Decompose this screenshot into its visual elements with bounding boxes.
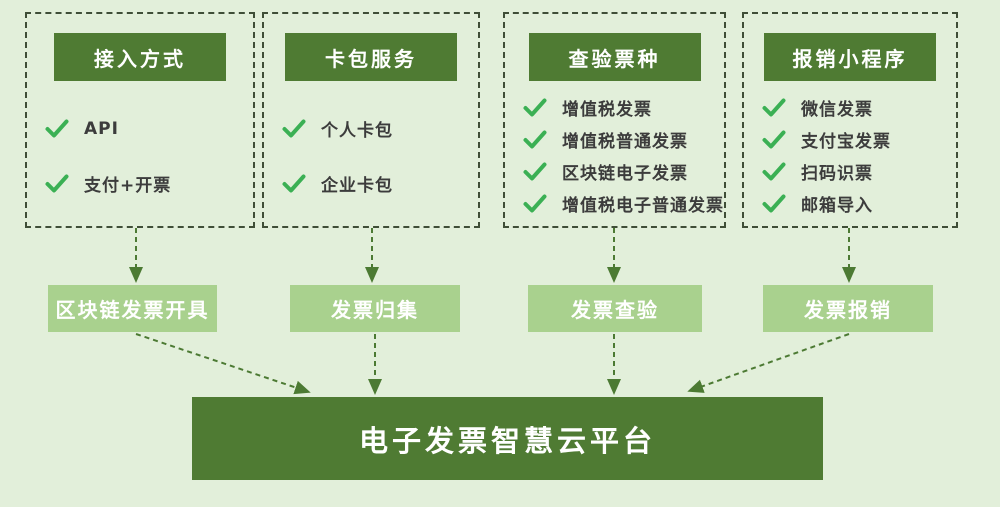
bucket-blockchain-invoice-issuing: 区块链发票开具 <box>48 285 217 332</box>
bucket-label: 发票归集 <box>331 298 419 322</box>
arrow-bucket1-to-platform <box>135 333 311 395</box>
list-item: 增值税普通发票 <box>523 123 718 155</box>
panel-access-methods: 接入方式 API 支付+开票 <box>25 12 255 228</box>
check-icon <box>762 98 786 116</box>
check-icon <box>762 162 786 180</box>
check-icon <box>762 130 786 148</box>
list-item-label: 扫码识票 <box>801 163 873 184</box>
panel-header-label: 报销小程序 <box>792 46 908 71</box>
list-item-label: 微信发票 <box>801 99 873 120</box>
platform-banner: 电子发票智慧云平台 <box>192 397 823 480</box>
list-item-label: 支付宝发票 <box>801 131 891 152</box>
list-item-label: 支付+开票 <box>84 176 172 196</box>
bucket-invoice-reimbursement: 发票报销 <box>763 285 933 332</box>
bucket-invoice-collection: 发票归集 <box>290 285 460 332</box>
panel-access-methods-header: 接入方式 <box>54 33 226 81</box>
bucket-invoice-verification: 发票查验 <box>528 285 702 332</box>
list-item-label: 企业卡包 <box>321 176 393 196</box>
list-item: 企业卡包 <box>282 156 472 211</box>
list-item-label: 邮箱导入 <box>801 195 873 216</box>
list-item: 个人卡包 <box>282 101 472 156</box>
list-item: 增值税电子普通发票 <box>523 187 723 219</box>
panel-reimbursement-miniprogram-header: 报销小程序 <box>764 33 936 81</box>
feature-list: API 支付+开票 <box>45 101 247 211</box>
list-item: 增值税发票 <box>523 91 718 123</box>
bucket-label: 发票报销 <box>804 298 892 322</box>
list-item-label: 个人卡包 <box>321 121 393 141</box>
platform-label: 电子发票智慧云平台 <box>358 423 656 458</box>
check-icon <box>523 130 547 148</box>
panel-reimbursement-miniprogram: 报销小程序 微信发票 支付宝发票 扫码识票 邮箱导入 <box>742 12 958 228</box>
list-item-label: API <box>84 118 119 139</box>
list-item-label: 区块链电子发票 <box>562 163 688 184</box>
check-icon <box>523 162 547 180</box>
bucket-label: 发票查验 <box>571 298 659 322</box>
list-item-label: 增值税发票 <box>562 99 652 120</box>
check-icon <box>762 194 786 212</box>
panel-card-wallet-service: 卡包服务 个人卡包 企业卡包 <box>262 12 480 228</box>
list-item: 邮箱导入 <box>762 187 950 219</box>
list-item: 扫码识票 <box>762 155 950 187</box>
arrow-bucket4-to-platform <box>687 333 850 393</box>
check-icon <box>282 174 306 193</box>
list-item-label: 增值税普通发票 <box>562 131 688 152</box>
check-icon <box>45 119 69 138</box>
panel-verification-invoice-types: 查验票种 增值税发票 增值税普通发票 区块链电子发票 增值税电子普通发票 <box>503 12 726 228</box>
panel-header-label: 查验票种 <box>568 46 661 71</box>
check-icon <box>45 174 69 193</box>
check-icon <box>523 98 547 116</box>
list-item: 支付宝发票 <box>762 123 950 155</box>
panel-card-wallet-service-header: 卡包服务 <box>285 33 457 81</box>
list-item: API <box>45 101 247 156</box>
list-item: 支付+开票 <box>45 156 247 211</box>
panel-header-label: 接入方式 <box>94 46 186 71</box>
panel-header-label: 卡包服务 <box>325 46 417 71</box>
feature-list: 个人卡包 企业卡包 <box>282 101 472 211</box>
panel-verification-invoice-types-header: 查验票种 <box>528 33 701 81</box>
list-item-label: 增值税电子普通发票 <box>562 195 724 216</box>
list-item: 微信发票 <box>762 91 950 123</box>
list-item: 区块链电子发票 <box>523 155 718 187</box>
check-icon <box>523 194 547 212</box>
bucket-label: 区块链发票开具 <box>55 298 210 322</box>
feature-list: 增值税发票 增值税普通发票 区块链电子发票 增值税电子普通发票 <box>523 91 723 219</box>
feature-list: 微信发票 支付宝发票 扫码识票 邮箱导入 <box>762 91 950 219</box>
check-icon <box>282 119 306 138</box>
